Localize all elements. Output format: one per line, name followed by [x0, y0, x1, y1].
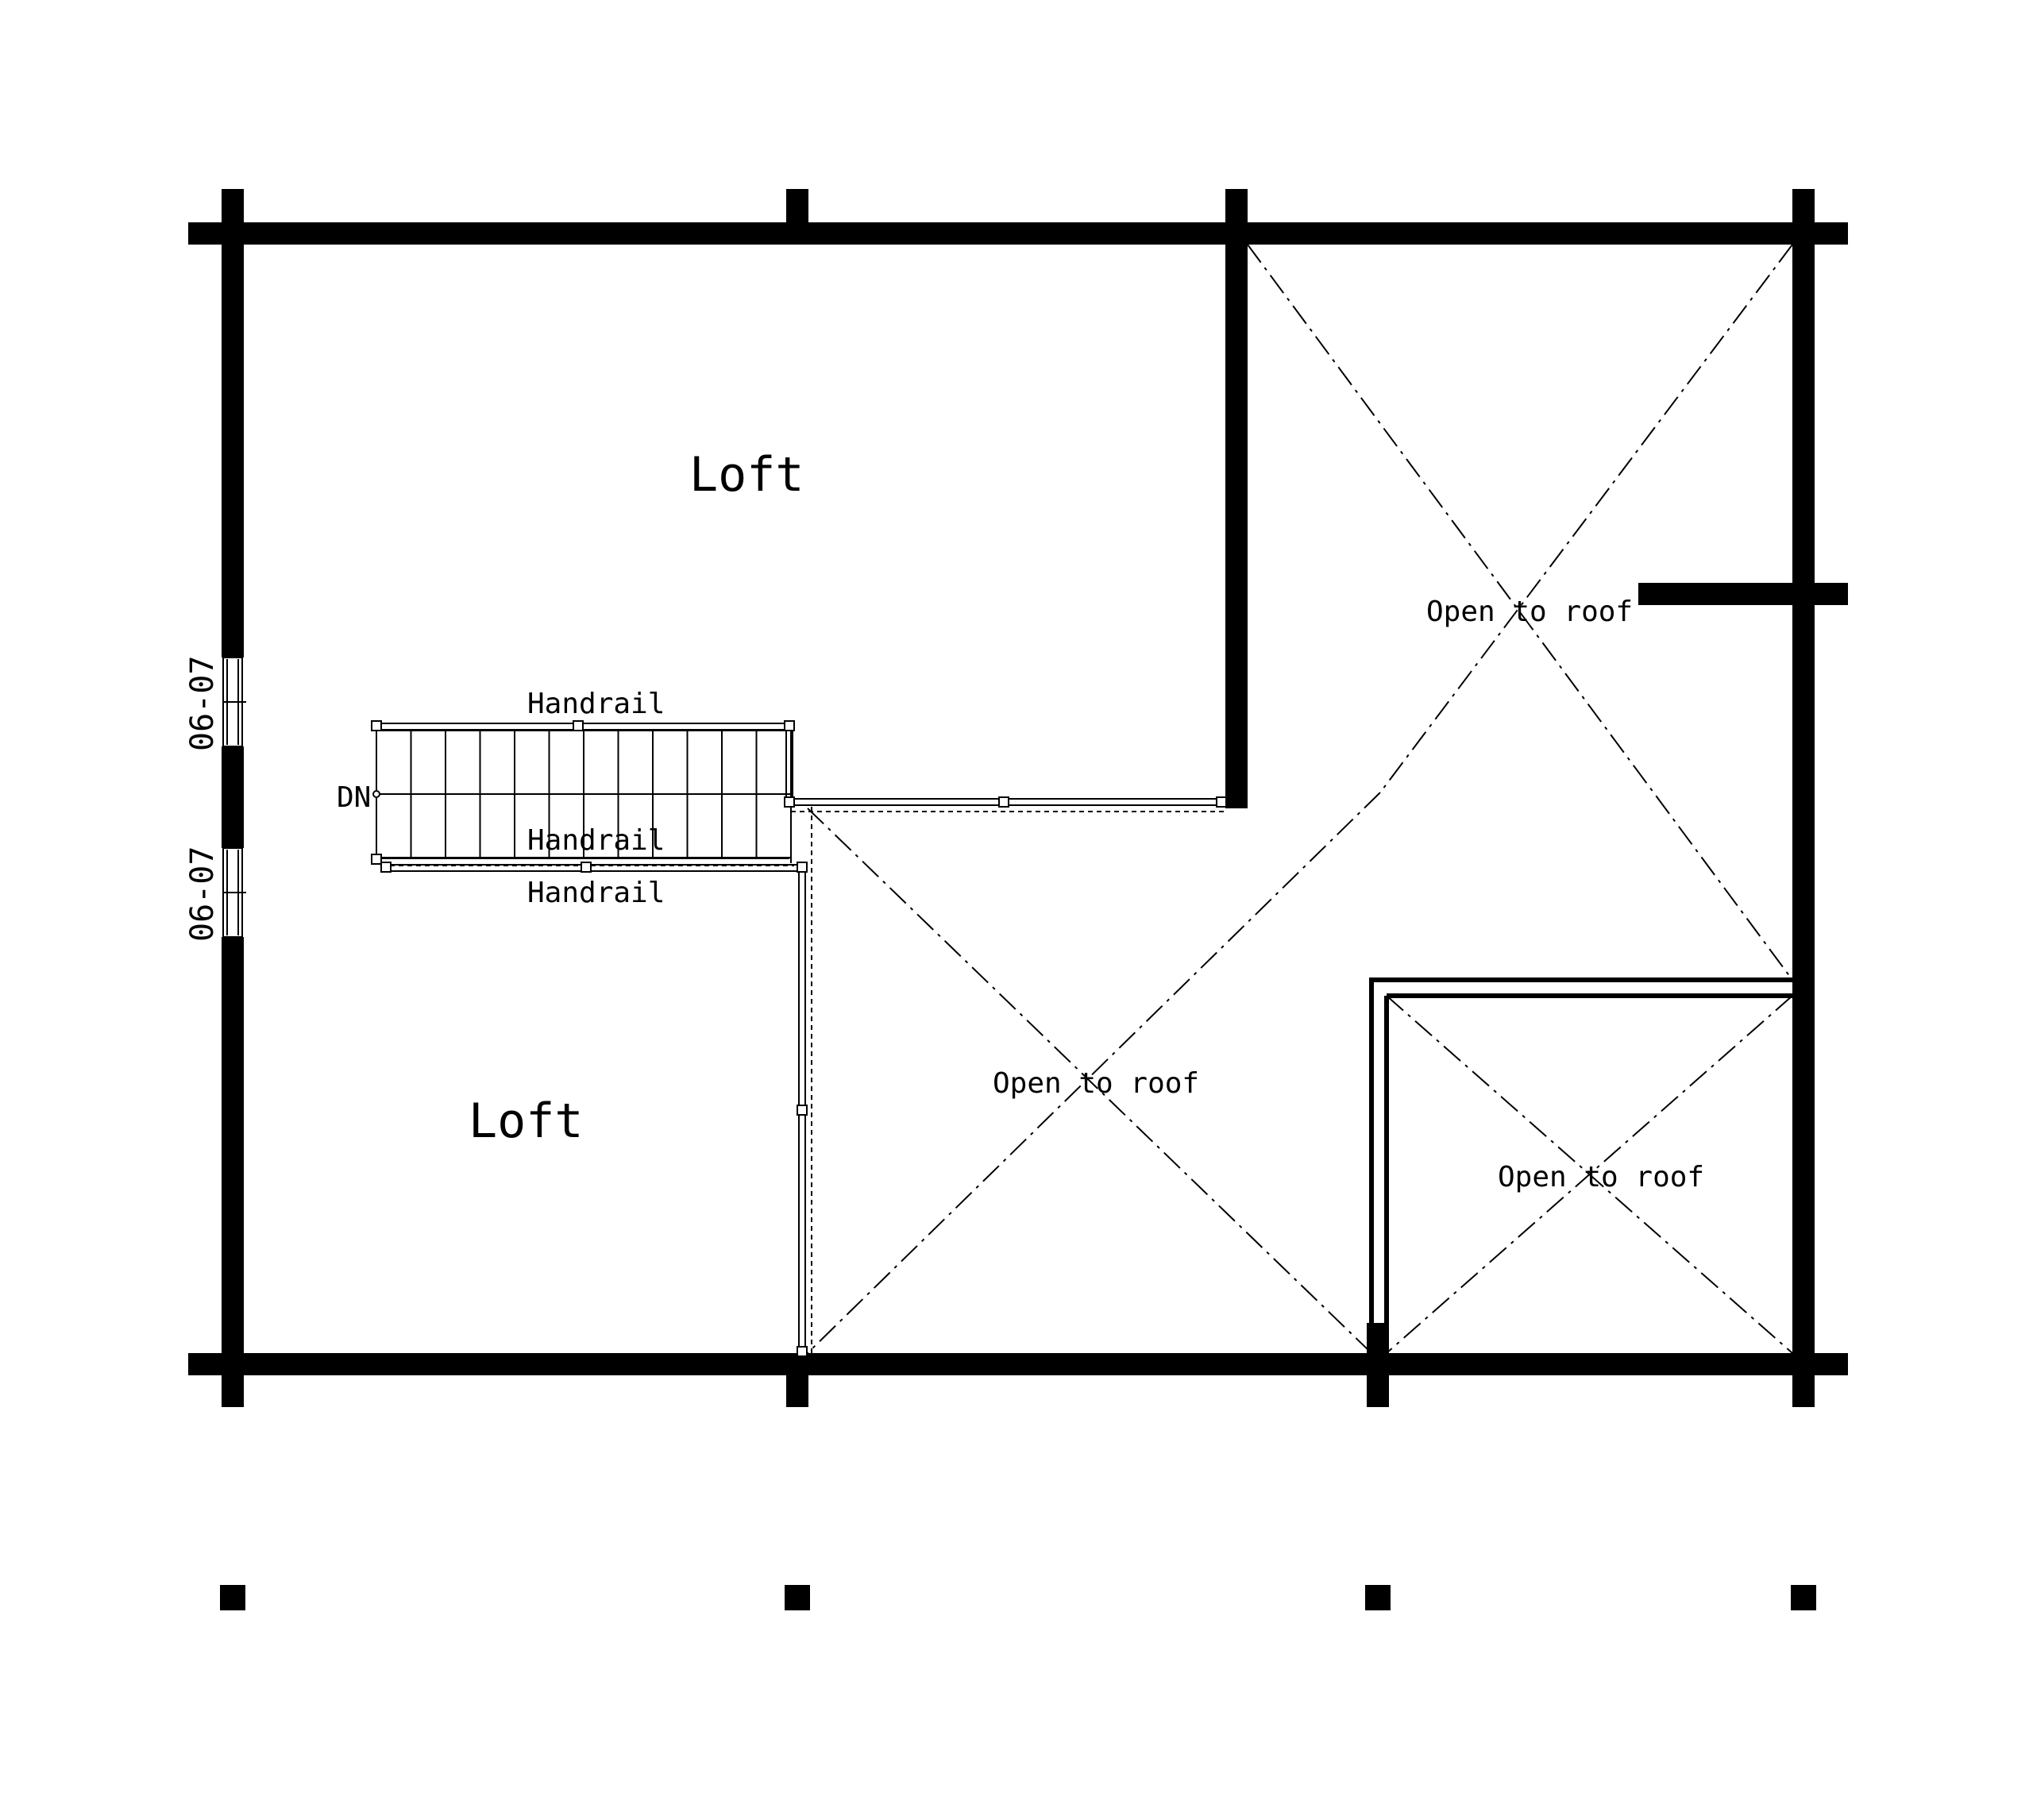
room-label-loft-upper: Loft — [689, 447, 804, 503]
right-wall-stub — [1638, 583, 1848, 605]
interior-wall — [1225, 189, 1248, 808]
open-to-roof-label-middle: Open to roof — [993, 1067, 1199, 1100]
bottom-post-1 — [786, 1353, 808, 1407]
porch-post-2 — [785, 1585, 810, 1610]
porch-post-1 — [220, 1585, 245, 1610]
top-post-1 — [786, 189, 808, 245]
open-to-roof-lines — [807, 244, 1793, 1354]
porch-posts — [220, 1585, 1816, 1610]
handrail-label-top: Handrail — [527, 688, 665, 720]
right-wall — [1792, 189, 1815, 1407]
closet-walls — [1369, 977, 1792, 1353]
top-wall — [188, 222, 1848, 245]
window-1 — [222, 657, 246, 747]
window-2 — [222, 847, 246, 938]
left-wall-lower — [222, 937, 244, 1407]
left-wall-middle — [222, 746, 244, 848]
porch-post-4 — [1791, 1585, 1816, 1610]
stair-direction-label: DN — [337, 781, 371, 814]
porch-post-3 — [1365, 1585, 1391, 1610]
bottom-wall — [188, 1353, 1848, 1375]
handrail-label-middle: Handrail — [527, 824, 665, 857]
window-label-1: 06-07 — [184, 656, 221, 751]
room-label-loft-lower: Loft — [469, 1093, 584, 1149]
open-to-roof-label-closet: Open to roof — [1498, 1161, 1704, 1193]
open-to-roof-label-upper: Open to roof — [1426, 596, 1633, 628]
left-wall-upper — [222, 189, 244, 657]
window-label-2: 06-07 — [184, 846, 221, 942]
handrail-label-bottom: Handrail — [527, 877, 665, 909]
handrails — [371, 720, 1227, 1357]
